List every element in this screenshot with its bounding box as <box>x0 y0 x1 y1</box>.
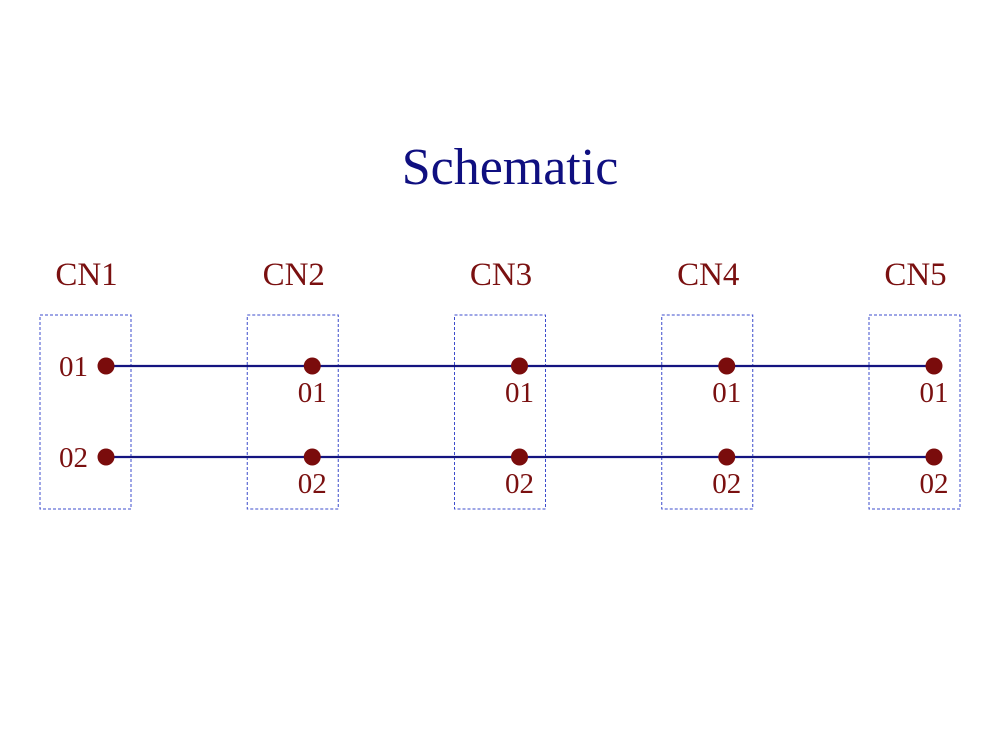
pin-label-cn2-01: 01 <box>298 377 327 409</box>
pin-dot-cn1-01 <box>97 357 115 375</box>
connector-label-cn2: CN2 <box>263 257 325 293</box>
pin-label-cn4-01: 01 <box>712 377 741 409</box>
pin-label-cn1-01: 01 <box>59 351 88 383</box>
connector-label-cn3: CN3 <box>470 257 532 293</box>
pin-dot-cn4-01 <box>718 357 736 375</box>
pin-dot-cn2-01 <box>303 357 321 375</box>
pin-label-cn5-01: 01 <box>920 377 949 409</box>
connector-label-cn4: CN4 <box>677 257 739 293</box>
connector-boxes <box>39 314 961 510</box>
pin-dot-cn1-02 <box>97 448 115 466</box>
pin-dot-cn5-01 <box>925 357 943 375</box>
connector-box-cn2 <box>246 314 339 510</box>
pin-label-cn3-02: 02 <box>505 468 534 500</box>
pin-label-cn2-02: 02 <box>298 468 327 500</box>
pin-dots <box>97 357 943 466</box>
pin-dot-cn4-02 <box>718 448 736 466</box>
pin-dot-cn3-01 <box>511 357 528 375</box>
pin-dot-cn5-02 <box>925 448 943 466</box>
connector-label-cn1: CN1 <box>55 257 117 293</box>
pin-dot-cn2-02 <box>303 448 321 466</box>
connector-box-cn4 <box>661 314 754 510</box>
diagram-title: Schematic <box>402 139 619 196</box>
pin-label-cn3-01: 01 <box>505 377 534 409</box>
pin-label-cn4-02: 02 <box>712 468 741 500</box>
labels: CN1 CN2 CN3 CN4 CN5 01 02 01 02 01 02 01 02 01 02 <box>55 257 948 500</box>
connector-box-cn5 <box>868 314 961 510</box>
pin-label-cn5-02: 02 <box>920 468 949 500</box>
connector-label-cn5: CN5 <box>884 257 946 293</box>
pin-label-cn1-02: 02 <box>59 442 88 474</box>
connector-box-cn1 <box>39 314 132 510</box>
connector-box-cn3 <box>454 314 546 510</box>
pin-dot-cn3-02 <box>511 448 528 466</box>
